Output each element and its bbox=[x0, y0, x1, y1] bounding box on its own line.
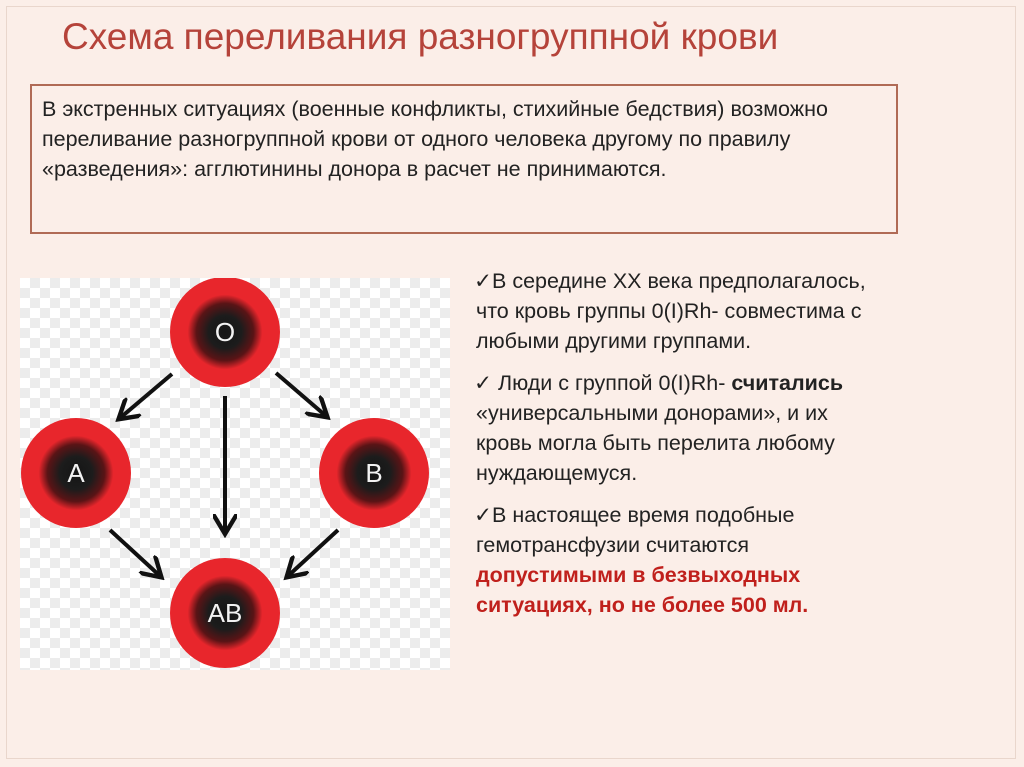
bullet-1: ✓В середине XX века предполагалось, что … bbox=[474, 266, 1004, 356]
blood-transfusion-diagram: O A B AB bbox=[20, 278, 450, 670]
node-b-label: B bbox=[365, 458, 382, 488]
bullet-3-line-4: ситуациях, но не более 500 мл. bbox=[476, 593, 809, 617]
bullet-2-line-1-text: ✓ Люди с группой 0(I)Rh- bbox=[474, 371, 732, 395]
intro-box: В экстренных ситуациях (военные конфликт… bbox=[30, 84, 898, 234]
node-o-label: O bbox=[215, 317, 235, 347]
bullet-1-line-1: ✓В середине XX века предполагалось, bbox=[474, 269, 866, 293]
bullet-3: ✓В настоящее время подобные гемотрансфуз… bbox=[474, 500, 1004, 620]
node-b: B bbox=[319, 418, 429, 528]
node-a: A bbox=[21, 418, 131, 528]
diagram-svg: O A B AB bbox=[21, 278, 429, 668]
node-a-label: A bbox=[67, 458, 85, 488]
bullet-2: ✓ Люди с группой 0(I)Rh- считались «унив… bbox=[474, 368, 1004, 488]
arrow-a-to-ab bbox=[108, 528, 160, 576]
arrow-o-to-a bbox=[120, 372, 174, 418]
bullet-1-line-2: что кровь группы 0(I)Rh- совместима с bbox=[476, 299, 862, 323]
slide-frame bbox=[6, 6, 1016, 759]
bullet-2-line-1: ✓ Люди с группой 0(I)Rh- считались bbox=[474, 368, 1004, 398]
node-o: O bbox=[170, 278, 280, 387]
node-ab-label: AB bbox=[208, 598, 243, 628]
slide-title: Схема переливания разногруппной крови bbox=[62, 16, 779, 57]
bullet-3-line-1: ✓В настоящее время подобные bbox=[474, 503, 795, 527]
bullet-3-line-3: допустимыми в безвыходных bbox=[476, 563, 801, 587]
bullet-2-line-3: кровь могла быть перелита любому bbox=[476, 431, 835, 455]
arrow-o-to-b bbox=[274, 371, 326, 416]
bullet-2-emphasis: считались bbox=[731, 371, 844, 395]
bullet-2-line-4: нуждающемуся. bbox=[476, 461, 638, 485]
node-ab: AB bbox=[170, 558, 280, 668]
bullet-3-line-2: гемотрансфузии считаются bbox=[476, 533, 749, 557]
bullet-list: ✓В середине XX века предполагалось, что … bbox=[474, 266, 1004, 632]
arrow-b-to-ab bbox=[288, 528, 340, 576]
bullet-2-line-2: «универсальными донорами», и их bbox=[476, 401, 828, 425]
bullet-1-line-3: любыми другими группами. bbox=[476, 329, 752, 353]
